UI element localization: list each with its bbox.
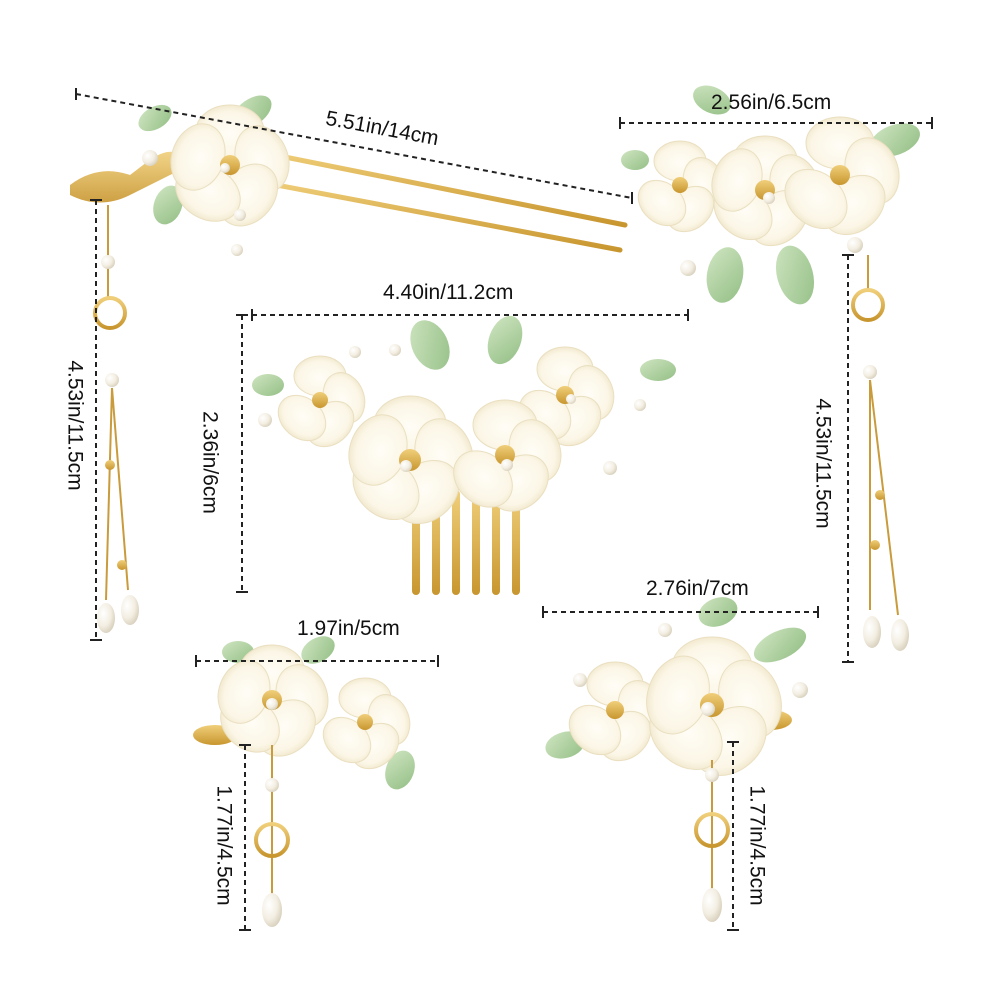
- leaf: [487, 315, 523, 365]
- center-comb-height-label: 2.36in/6cm: [198, 411, 222, 514]
- pearl: [101, 255, 115, 269]
- comb-teeth: [412, 490, 520, 595]
- hairpin-tassel-label: 4.53in/11.5cm: [63, 360, 87, 491]
- tassel-chain: [105, 387, 113, 601]
- flower: [784, 116, 900, 236]
- side-comb-tassel-label: 4.53in/11.5cm: [811, 398, 835, 529]
- leaf: [153, 185, 183, 225]
- teardrop-pearl: [262, 893, 282, 927]
- gold-bead: [105, 460, 115, 470]
- pearl: [680, 260, 696, 276]
- gold-bead: [875, 490, 885, 500]
- pearl: [603, 461, 617, 475]
- gold-bead: [870, 540, 880, 550]
- hairpin-prong: [247, 147, 628, 228]
- small-clip-tassel-label: 1.77in/4.5cm: [212, 785, 236, 906]
- pearl: [142, 150, 158, 166]
- leaf: [775, 245, 815, 305]
- hairpin: [70, 95, 628, 633]
- small-clip: [193, 636, 415, 927]
- pearl: [847, 237, 863, 253]
- large-clip: [545, 597, 808, 922]
- pearl: [573, 673, 587, 687]
- gold-filigree: [70, 151, 190, 203]
- large-clip-width-label: 2.76in/7cm: [646, 577, 749, 600]
- side-comb: [621, 85, 920, 651]
- leaf: [410, 320, 450, 370]
- pearl: [105, 373, 119, 387]
- flower: [170, 104, 290, 227]
- flower: [217, 644, 329, 757]
- small-clip-width-label: 1.97in/5cm: [297, 617, 400, 640]
- gold-bead: [117, 560, 127, 570]
- flower: [646, 636, 782, 776]
- side-comb-width-label: 2.56in/6.5cm: [711, 91, 832, 114]
- leaf: [301, 636, 335, 664]
- leaf: [753, 627, 807, 663]
- leaf: [385, 750, 415, 790]
- leaf: [640, 359, 676, 381]
- flower: [637, 140, 726, 233]
- teardrop-pearl: [702, 888, 722, 922]
- teardrop-pearl: [863, 616, 881, 648]
- pearl: [389, 344, 401, 356]
- teardrop-pearl: [891, 619, 909, 651]
- flower: [348, 395, 474, 525]
- pearl: [349, 346, 361, 358]
- tassel-chain: [111, 387, 129, 591]
- flower: [453, 399, 562, 512]
- pearl: [705, 768, 719, 782]
- leaf: [621, 150, 649, 170]
- center-comb-width-label: 4.40in/11.2cm: [383, 281, 514, 304]
- dim-hairpin-length: [75, 93, 633, 199]
- pearl: [658, 623, 672, 637]
- hairpin-prong: [247, 177, 623, 253]
- gold-charm: [694, 812, 730, 848]
- pearl: [634, 399, 646, 411]
- leaf: [138, 104, 172, 132]
- flower: [322, 677, 411, 770]
- pearl: [231, 244, 243, 256]
- large-clip-tassel-label: 1.77in/4.5cm: [745, 785, 769, 906]
- teardrop-pearl: [97, 603, 115, 633]
- flower: [277, 355, 366, 448]
- dimension-end-caps: [75, 88, 933, 931]
- gold-charm: [851, 288, 885, 322]
- pearl: [863, 365, 877, 379]
- pearl: [265, 778, 279, 792]
- leaf: [252, 374, 284, 396]
- pearl: [234, 209, 246, 221]
- leaf: [706, 247, 744, 303]
- gold-charm: [254, 822, 290, 858]
- teardrop-pearl: [121, 595, 139, 625]
- center-comb: [252, 315, 676, 595]
- leaf: [693, 85, 731, 115]
- dimension-lines: [75, 93, 932, 930]
- pearl: [258, 413, 272, 427]
- gold-charm: [93, 296, 127, 330]
- pearl: [792, 682, 808, 698]
